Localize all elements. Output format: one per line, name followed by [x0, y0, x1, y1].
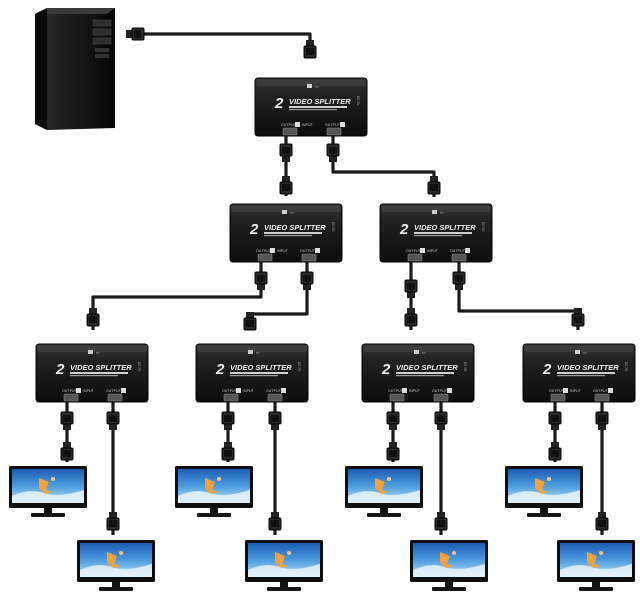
video-splitter-leaf-1: 2 VIDEO SPLITTER [35, 343, 149, 403]
video-splitter-mid-left: 2 VIDEO SPLITTER [229, 203, 343, 263]
cable-top-to-mid-right [331, 136, 436, 197]
vga-connector-icon [386, 411, 400, 431]
vga-connector-icon [60, 411, 74, 431]
video-splitter-leaf-3: 2 VIDEO SPLITTER [361, 343, 475, 403]
monitor-icon [175, 466, 253, 517]
vga-connector-icon [595, 411, 609, 431]
vga-connector-icon [106, 411, 120, 431]
video-splitter-leaf-2: 2 VIDEO SPLITTER [195, 343, 309, 403]
splitter-title: VIDEO SPLITTER [396, 363, 458, 372]
vga-connector-icon [300, 271, 314, 291]
splitter-model-number: 2 [399, 221, 409, 238]
vga-connector-icon [548, 441, 562, 461]
vga-connector-icon [268, 411, 282, 431]
splitter-title: VIDEO SPLITTER [264, 223, 326, 232]
vga-connector-icon [279, 175, 293, 195]
vga-connector-icon [326, 143, 340, 163]
vga-connector-icon [427, 175, 441, 195]
monitor-icon [245, 540, 323, 591]
vga-connector-icon [434, 511, 448, 531]
video-splitter-leaf-4: 2 VIDEO SPLITTER [522, 343, 636, 403]
vga-connector-icon [125, 27, 145, 41]
splitter-model-number: 2 [381, 361, 391, 378]
vga-connector-icon [548, 411, 562, 431]
vga-connector-icon [221, 411, 235, 431]
monitor-icon [345, 466, 423, 517]
vga-connector-icon [106, 511, 120, 531]
vga-connector-icon [221, 441, 235, 461]
vga-connector-icon [86, 307, 100, 327]
computer-tower-icon [34, 7, 116, 131]
splitter-title: VIDEO SPLITTER [557, 363, 619, 372]
vga-connector-icon [595, 511, 609, 531]
cable-midleft-to-l1 [91, 262, 263, 330]
monitor-icon [557, 540, 635, 591]
splitter-model-number: 2 [249, 221, 259, 238]
splitter-model-number: 2 [542, 361, 552, 378]
splitter-title: VIDEO SPLITTER [70, 363, 132, 372]
splitter-title: VIDEO SPLITTER [230, 363, 292, 372]
vga-connector-icon [268, 511, 282, 531]
monitor-icon [410, 540, 488, 591]
cable-midright-to-l4 [457, 262, 580, 330]
vga-connector-icon [279, 143, 293, 163]
vga-connector-icon [404, 307, 418, 327]
vga-connector-icon [434, 411, 448, 431]
splitter-model-number: 2 [274, 95, 284, 112]
monitor-icon [505, 466, 583, 517]
splitter-model-number: 2 [55, 361, 65, 378]
vga-connector-icon [386, 441, 400, 461]
monitor-icon [77, 540, 155, 591]
cable-pc-to-splitter-top [133, 32, 312, 55]
splitter-title: VIDEO SPLITTER [414, 223, 476, 232]
vga-connector-icon [404, 279, 418, 299]
splitter-title: VIDEO SPLITTER [289, 97, 351, 106]
video-splitter-mid-right: 2 VIDEO SPLITTER [379, 203, 493, 263]
video-splitter-root: 2 VIDEO SPLITTER [254, 77, 368, 137]
vga-connector-icon [60, 441, 74, 461]
monitor-icon [9, 466, 87, 517]
vga-connector-icon [303, 39, 317, 59]
splitter-model-number: 2 [215, 361, 225, 378]
vga-connector-icon [452, 271, 466, 291]
vga-connector-icon [254, 271, 268, 291]
